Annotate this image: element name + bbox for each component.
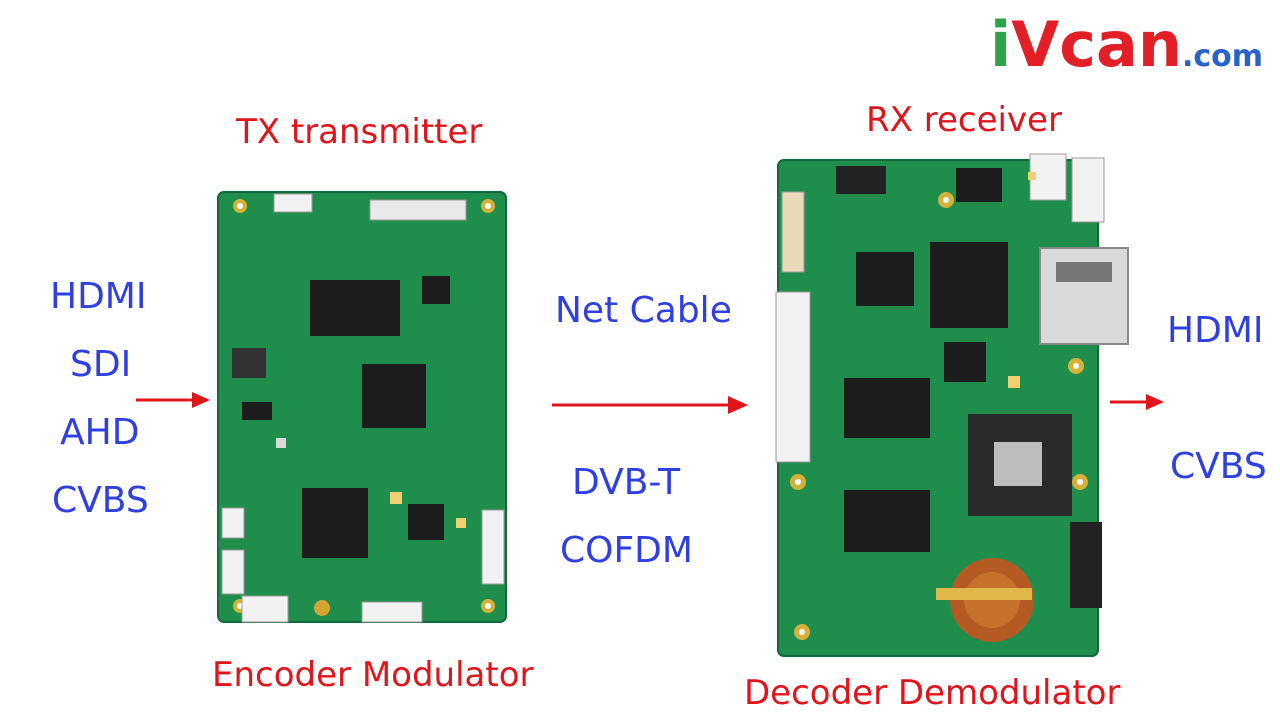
output-cvbs: CVBS <box>1170 446 1267 487</box>
output-arrow <box>1110 394 1164 410</box>
ivcan-logo: iVcan.com <box>990 8 1263 81</box>
logo-part-i: i <box>990 8 1012 81</box>
link-arrow <box>552 396 748 414</box>
input-arrow <box>136 392 210 408</box>
logo-part-com: .com <box>1181 39 1264 74</box>
tx-title: TX transmitter <box>236 112 483 152</box>
tx-board <box>217 191 507 623</box>
link-dvbt: DVB-T <box>572 462 681 503</box>
link-net-cable: Net Cable <box>555 290 732 331</box>
input-ahd: AHD <box>60 412 140 453</box>
input-hdmi: HDMI <box>50 276 147 317</box>
rx-caption: Decoder Demodulator <box>744 673 1121 713</box>
tx-caption: Encoder Modulator <box>212 655 534 695</box>
output-hdmi: HDMI <box>1167 310 1264 351</box>
rx-board <box>775 153 1129 657</box>
logo-part-vcan: Vcan <box>1011 8 1182 81</box>
rx-title: RX receiver <box>866 100 1062 140</box>
link-cofdm: COFDM <box>560 530 693 571</box>
input-cvbs: CVBS <box>52 480 149 521</box>
input-sdi: SDI <box>70 344 132 385</box>
